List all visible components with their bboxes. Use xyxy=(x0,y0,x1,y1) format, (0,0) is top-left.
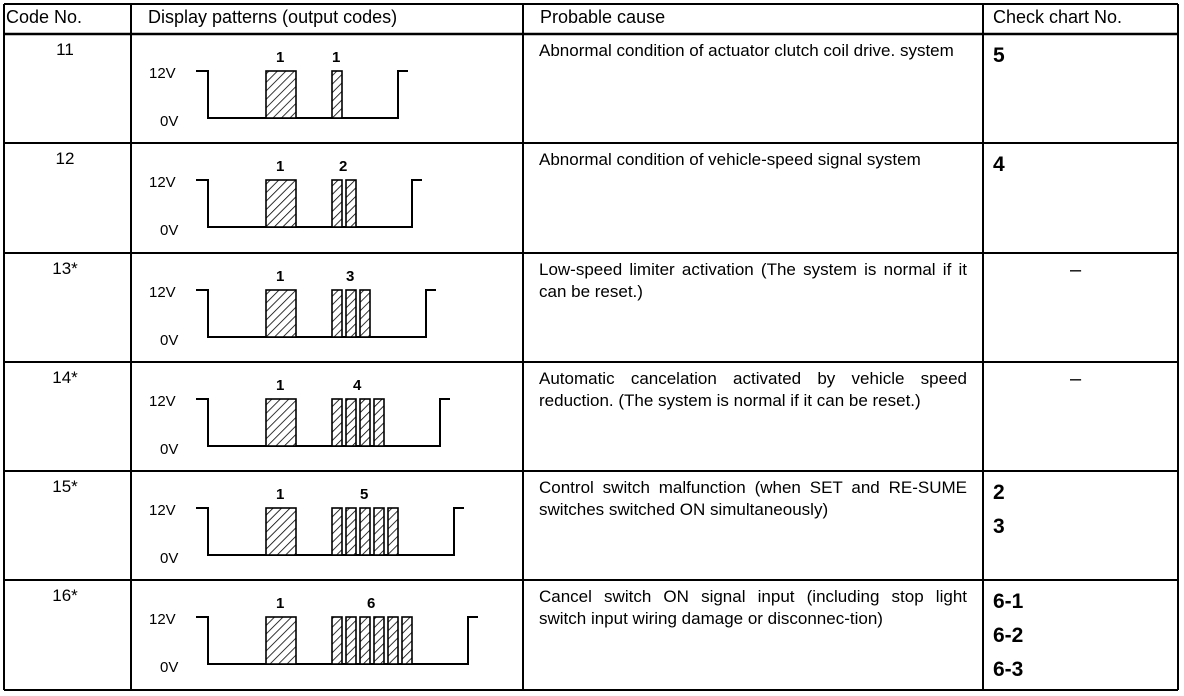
label-12v: 12V xyxy=(149,611,176,628)
pulse-second-digit xyxy=(373,507,385,556)
label-0v: 0V xyxy=(160,550,179,567)
waveform-baseline xyxy=(196,179,422,228)
pulse-count-second: 5 xyxy=(360,486,369,503)
check-chart-number: 6-2 xyxy=(993,624,1024,647)
header-code: Code No. xyxy=(6,7,83,27)
label-0v: 0V xyxy=(160,441,179,458)
pulse-second-digit xyxy=(359,398,371,447)
pulse-second-digit xyxy=(401,616,413,665)
pulse-second-digit xyxy=(331,507,343,556)
pulse-first-digit xyxy=(265,507,297,556)
check-chart-number: 2 xyxy=(993,481,1005,504)
probable-cause: Control switch malfunction (when SET and… xyxy=(539,478,967,519)
pulse-second-digit xyxy=(359,507,371,556)
waveform xyxy=(196,179,422,228)
pulse-second-digit xyxy=(373,398,385,447)
pulse-count-first: 1 xyxy=(276,595,285,612)
label-0v: 0V xyxy=(160,113,179,130)
header-cause: Probable cause xyxy=(540,7,666,27)
pulse-second-digit xyxy=(387,616,399,665)
pulse-count-first: 1 xyxy=(276,49,285,66)
pulse-count-first: 1 xyxy=(276,158,285,175)
waveform xyxy=(196,289,436,338)
pulse-second-digit xyxy=(345,398,357,447)
waveform-baseline xyxy=(196,289,436,338)
check-chart-number: 6-1 xyxy=(993,590,1024,613)
code-number: 12 xyxy=(55,149,75,168)
check-chart-number: 6-3 xyxy=(993,658,1024,681)
pulse-second-digit xyxy=(331,616,343,665)
waveform-baseline xyxy=(196,507,464,556)
pulse-second-digit xyxy=(331,179,343,228)
pulse-second-digit xyxy=(345,179,357,228)
waveform xyxy=(196,616,478,665)
pulse-count-second: 1 xyxy=(332,49,341,66)
waveform xyxy=(196,507,464,556)
pulse-second-digit xyxy=(387,507,399,556)
pulse-count-second: 2 xyxy=(339,158,348,175)
probable-cause: Cancel switch ON signal input (including… xyxy=(539,587,967,628)
check-chart-number: 3 xyxy=(993,515,1005,538)
probable-cause: Abnormal condition of vehicle-speed sign… xyxy=(539,150,921,169)
pulse-first-digit xyxy=(265,70,297,119)
pulse-count-second: 6 xyxy=(367,595,376,612)
label-12v: 12V xyxy=(149,65,176,82)
header-chart: Check chart No. xyxy=(993,7,1123,27)
pulse-second-digit xyxy=(345,507,357,556)
pulse-count-first: 1 xyxy=(276,268,285,285)
pulse-first-digit xyxy=(265,179,297,228)
check-chart-number: 5 xyxy=(993,44,1005,67)
pulse-second-digit xyxy=(345,616,357,665)
probable-cause: Automatic cancelation activated by vehic… xyxy=(539,369,967,410)
label-12v: 12V xyxy=(149,502,176,519)
pulse-second-digit xyxy=(331,398,343,447)
pulse-second-digit xyxy=(359,289,371,338)
code-number: 13* xyxy=(52,259,78,278)
waveform-baseline xyxy=(196,616,478,665)
code-number: 14* xyxy=(52,368,78,387)
waveform xyxy=(196,70,408,119)
waveform-baseline xyxy=(196,398,450,447)
code-number: 16* xyxy=(52,586,78,605)
waveform-baseline xyxy=(196,70,408,119)
label-12v: 12V xyxy=(149,284,176,301)
check-chart-none: – xyxy=(1070,259,1082,281)
waveform xyxy=(196,398,450,447)
probable-cause: Abnormal condition of actuator clutch co… xyxy=(539,41,954,60)
label-0v: 0V xyxy=(160,659,179,676)
pulse-second-digit xyxy=(331,289,343,338)
probable-cause: Low-speed limiter activation (The system… xyxy=(539,260,967,301)
label-12v: 12V xyxy=(149,393,176,410)
label-0v: 0V xyxy=(160,332,179,349)
check-chart-number: 4 xyxy=(993,153,1005,176)
pulse-second-digit xyxy=(345,289,357,338)
label-0v: 0V xyxy=(160,222,179,239)
header-pattern: Display patterns (output codes) xyxy=(148,7,398,27)
pulse-first-digit xyxy=(265,398,297,447)
pulse-first-digit xyxy=(265,289,297,338)
pulse-count-first: 1 xyxy=(276,377,285,394)
code-number: 11 xyxy=(56,40,74,59)
pulse-second-digit xyxy=(359,616,371,665)
pulse-count-first: 1 xyxy=(276,486,285,503)
check-chart-none: – xyxy=(1070,368,1082,390)
pulse-first-digit xyxy=(265,616,297,665)
label-12v: 12V xyxy=(149,174,176,191)
pulse-count-second: 3 xyxy=(346,268,355,285)
pulse-second-digit xyxy=(373,616,385,665)
pulse-count-second: 4 xyxy=(353,377,362,394)
pulse-second-digit xyxy=(331,70,343,119)
code-number: 15* xyxy=(52,477,78,496)
